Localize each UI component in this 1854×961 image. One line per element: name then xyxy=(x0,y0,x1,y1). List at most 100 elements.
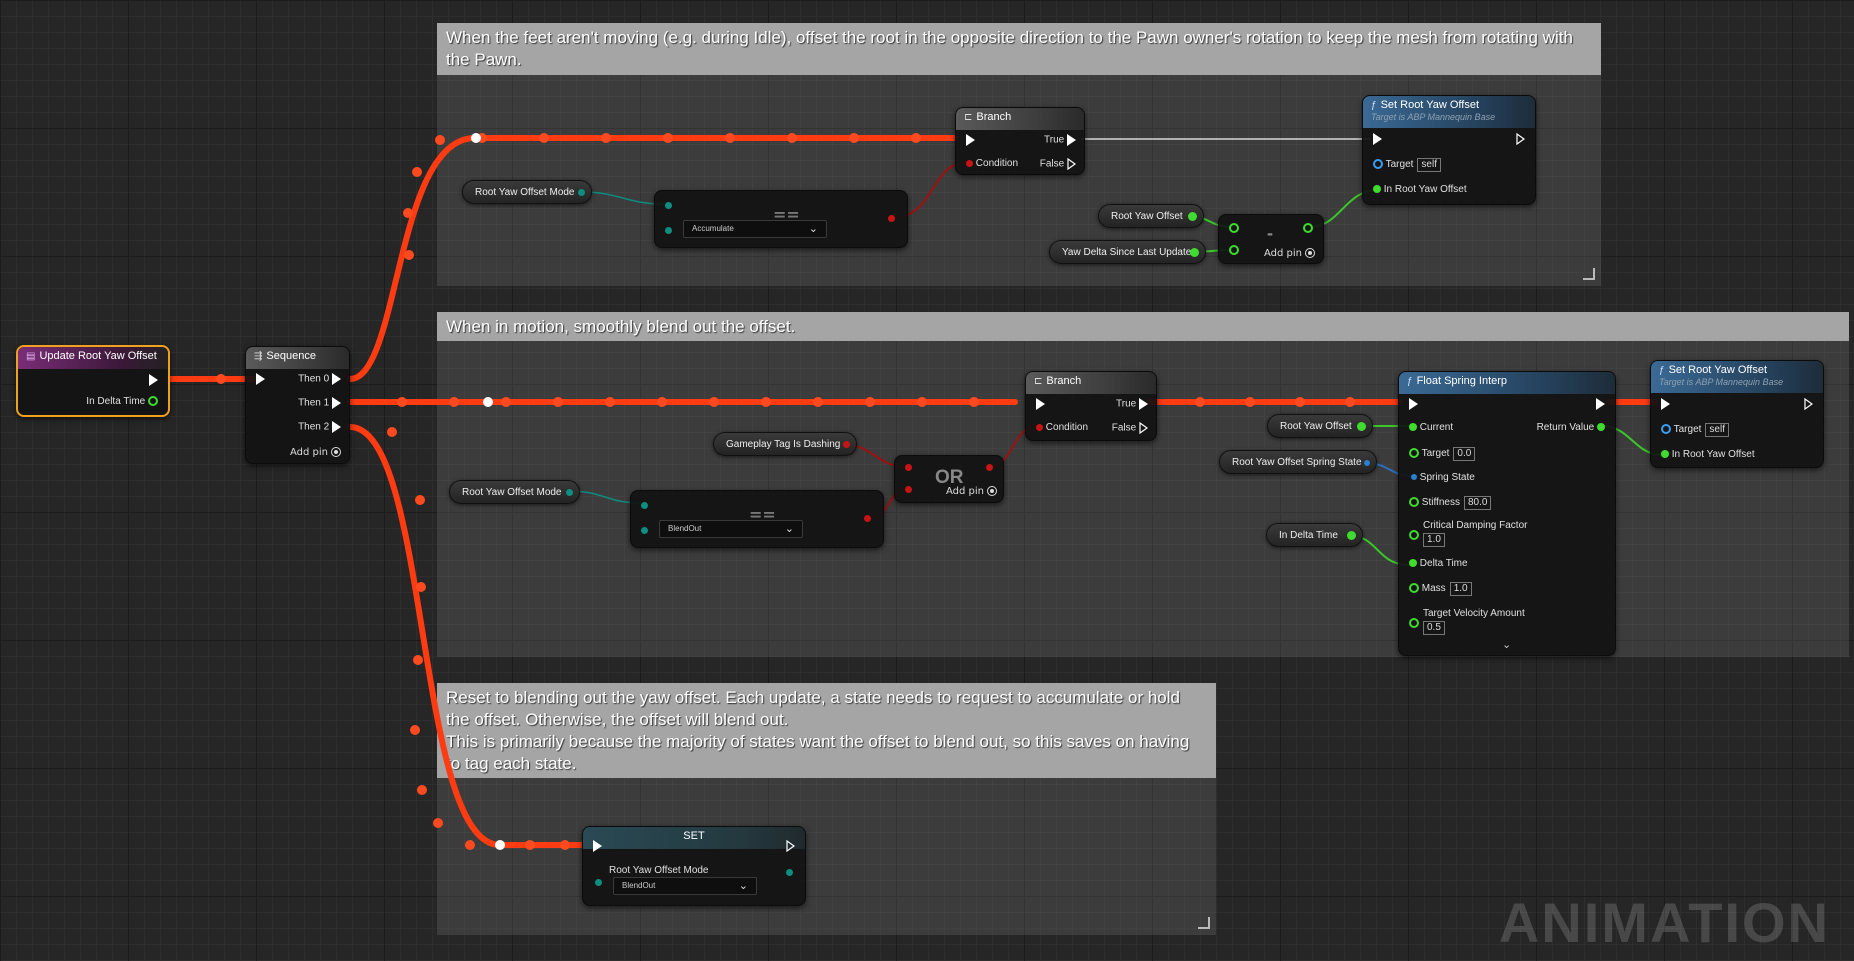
spring-exec-out-pin[interactable] xyxy=(1596,398,1605,410)
set-root1-title: Set Root Yaw Offset xyxy=(1380,99,1480,111)
event-in-delta-pin[interactable]: In Delta Time xyxy=(86,396,158,407)
set-root1-target-value[interactable]: self xyxy=(1417,158,1441,172)
spring-spring-state-pin[interactable]: Spring State xyxy=(1411,472,1475,483)
equal-enum-node-1[interactable]: == Accumulate⌄ xyxy=(654,190,908,248)
set-root2-target-value[interactable]: self xyxy=(1705,423,1729,437)
or-input-a-pin[interactable] xyxy=(905,462,912,473)
or-add-pin-button[interactable]: Add pin xyxy=(946,486,997,497)
var-root-yaw-offset-1[interactable]: Root Yaw Offset xyxy=(1098,204,1204,228)
var-gameplay-tag-is-dashing[interactable]: Gameplay Tag Is Dashing xyxy=(713,432,857,456)
sequence-then0-pin[interactable]: Then 0 xyxy=(298,373,341,385)
spring-target-velocity-pin[interactable] xyxy=(1409,608,1419,628)
sequence-add-pin-button[interactable]: Add pin xyxy=(290,447,341,458)
subtract-output-pin[interactable] xyxy=(1303,223,1313,234)
exec-hollow-icon xyxy=(1804,398,1813,410)
spring-target-value[interactable]: 0.0 xyxy=(1453,447,1476,461)
var-root-yaw-offset-spring-state[interactable]: Root Yaw Offset Spring State xyxy=(1219,450,1377,474)
branch1-condition-pin[interactable]: Condition xyxy=(966,158,1018,169)
branch-icon: ⊏ xyxy=(964,112,973,123)
equal2-input-b-pin[interactable] xyxy=(641,525,648,536)
or-output-pin[interactable] xyxy=(986,462,993,473)
set-root1-exec-in-pin[interactable] xyxy=(1373,133,1382,145)
set-variable-node[interactable]: SET Root Yaw Offset Mode BlendOut⌄ xyxy=(582,826,806,906)
sequence-then1-pin[interactable]: Then 1 xyxy=(298,397,341,409)
spring-mass-value[interactable]: 1.0 xyxy=(1449,582,1472,596)
event-exec-out-pin[interactable] xyxy=(149,374,158,386)
sequence-then2-pin[interactable]: Then 2 xyxy=(298,421,341,433)
set-node-enum-dropdown[interactable]: BlendOut⌄ xyxy=(613,877,757,895)
or-node[interactable]: OR Add pin xyxy=(894,455,1004,503)
float-pin-icon xyxy=(1347,531,1356,540)
equal1-output-pin[interactable] xyxy=(888,213,895,224)
exec-wire-then0 xyxy=(347,135,958,382)
add-pin-icon xyxy=(1305,248,1315,258)
branch2-true-pin[interactable]: True xyxy=(1116,398,1148,410)
branch-node-2[interactable]: ⊏Branch True Condition False xyxy=(1025,371,1157,441)
spring-exec-in-pin[interactable] xyxy=(1409,398,1418,410)
spring-current-pin[interactable]: Current xyxy=(1409,422,1453,433)
function-icon: ƒ xyxy=(1407,376,1413,387)
sequence-node[interactable]: ⇶Sequence Then 0 Then 1 Then 2 Add pin xyxy=(245,346,350,464)
equal2-input-a-pin[interactable] xyxy=(641,500,648,511)
or-glyph: OR xyxy=(935,467,964,488)
comment-resize-handle[interactable] xyxy=(1198,917,1210,929)
spring-damping-value[interactable]: 1.0 xyxy=(1423,533,1445,547)
set-node-output-pin[interactable] xyxy=(786,867,793,878)
branch1-false-pin[interactable]: False xyxy=(1040,158,1076,170)
set-node-header: SET xyxy=(583,827,805,849)
subtract-node[interactable]: - Add pin xyxy=(1218,214,1324,264)
exec-hollow-icon xyxy=(786,840,795,852)
chevron-down-icon[interactable]: ⌄ xyxy=(1502,638,1512,651)
branch-node-1[interactable]: ⊏Branch True Condition False xyxy=(955,107,1085,175)
spring-delta-time-pin[interactable]: Delta Time xyxy=(1409,558,1468,569)
var-root-yaw-offset-mode-1[interactable]: Root Yaw Offset Mode xyxy=(462,180,592,204)
subtract-input-a-pin[interactable] xyxy=(1229,223,1239,234)
var-root-yaw-offset-2[interactable]: Root Yaw Offset xyxy=(1267,414,1373,438)
equal1-input-b-pin[interactable] xyxy=(665,225,672,236)
sequence-exec-in-pin[interactable] xyxy=(256,373,265,385)
branch1-exec-in-pin[interactable] xyxy=(966,134,975,146)
equal-enum-node-2[interactable]: == BlendOut⌄ xyxy=(630,490,884,548)
subtract-input-b-pin[interactable] xyxy=(1229,245,1239,256)
spring-damping-pin[interactable] xyxy=(1409,520,1419,540)
spring-stiffness-value[interactable]: 80.0 xyxy=(1463,496,1492,510)
set-root2-exec-in-pin[interactable] xyxy=(1661,398,1670,410)
comment-title-reset: Reset to blending out the yaw offset. Ea… xyxy=(437,683,1216,778)
equal2-enum-dropdown[interactable]: BlendOut⌄ xyxy=(659,520,803,538)
set-root1-exec-out-pin[interactable] xyxy=(1516,133,1525,145)
subtract-add-pin-button[interactable]: Add pin xyxy=(1264,248,1315,259)
equal1-input-a-pin[interactable] xyxy=(665,200,672,211)
set-root2-exec-out-pin[interactable] xyxy=(1804,398,1813,410)
var-yaw-delta-since-last-update[interactable]: Yaw Delta Since Last Update xyxy=(1049,240,1206,264)
event-node-update-root-yaw-offset[interactable]: ▤Update Root Yaw Offset In Delta Time xyxy=(16,345,170,417)
set-root2-in-offset-pin[interactable]: In Root Yaw Offset xyxy=(1661,449,1755,460)
equal-glyph: == xyxy=(749,505,776,524)
spring-return-value-pin[interactable]: Return Value xyxy=(1537,422,1605,433)
set-node-exec-out-pin[interactable] xyxy=(786,840,795,852)
comment-resize-handle[interactable] xyxy=(1583,268,1595,280)
branch2-false-pin[interactable]: False xyxy=(1112,422,1148,434)
var-root-yaw-offset-mode-2[interactable]: Root Yaw Offset Mode xyxy=(449,480,580,504)
branch2-exec-in-pin[interactable] xyxy=(1036,398,1045,410)
equal2-output-pin[interactable] xyxy=(864,513,871,524)
set-node-input-pin[interactable] xyxy=(595,877,602,888)
set-node-exec-in-pin[interactable] xyxy=(593,840,602,852)
spring-target-velocity-value[interactable]: 0.5 xyxy=(1423,621,1445,635)
bool-pin-icon xyxy=(843,441,850,448)
branch2-condition-pin[interactable]: Condition xyxy=(1036,422,1088,433)
branch1-true-pin[interactable]: True xyxy=(1044,134,1076,146)
equal1-enum-dropdown[interactable]: Accumulate⌄ xyxy=(683,220,827,238)
sequence-icon: ⇶ xyxy=(254,351,263,362)
set-root1-in-offset-pin[interactable]: In Root Yaw Offset xyxy=(1373,184,1467,195)
comment-box-reset[interactable]: Reset to blending out the yaw offset. Ea… xyxy=(437,683,1216,935)
var-in-delta-time[interactable]: In Delta Time xyxy=(1266,523,1363,547)
or-input-b-pin[interactable] xyxy=(905,484,912,495)
